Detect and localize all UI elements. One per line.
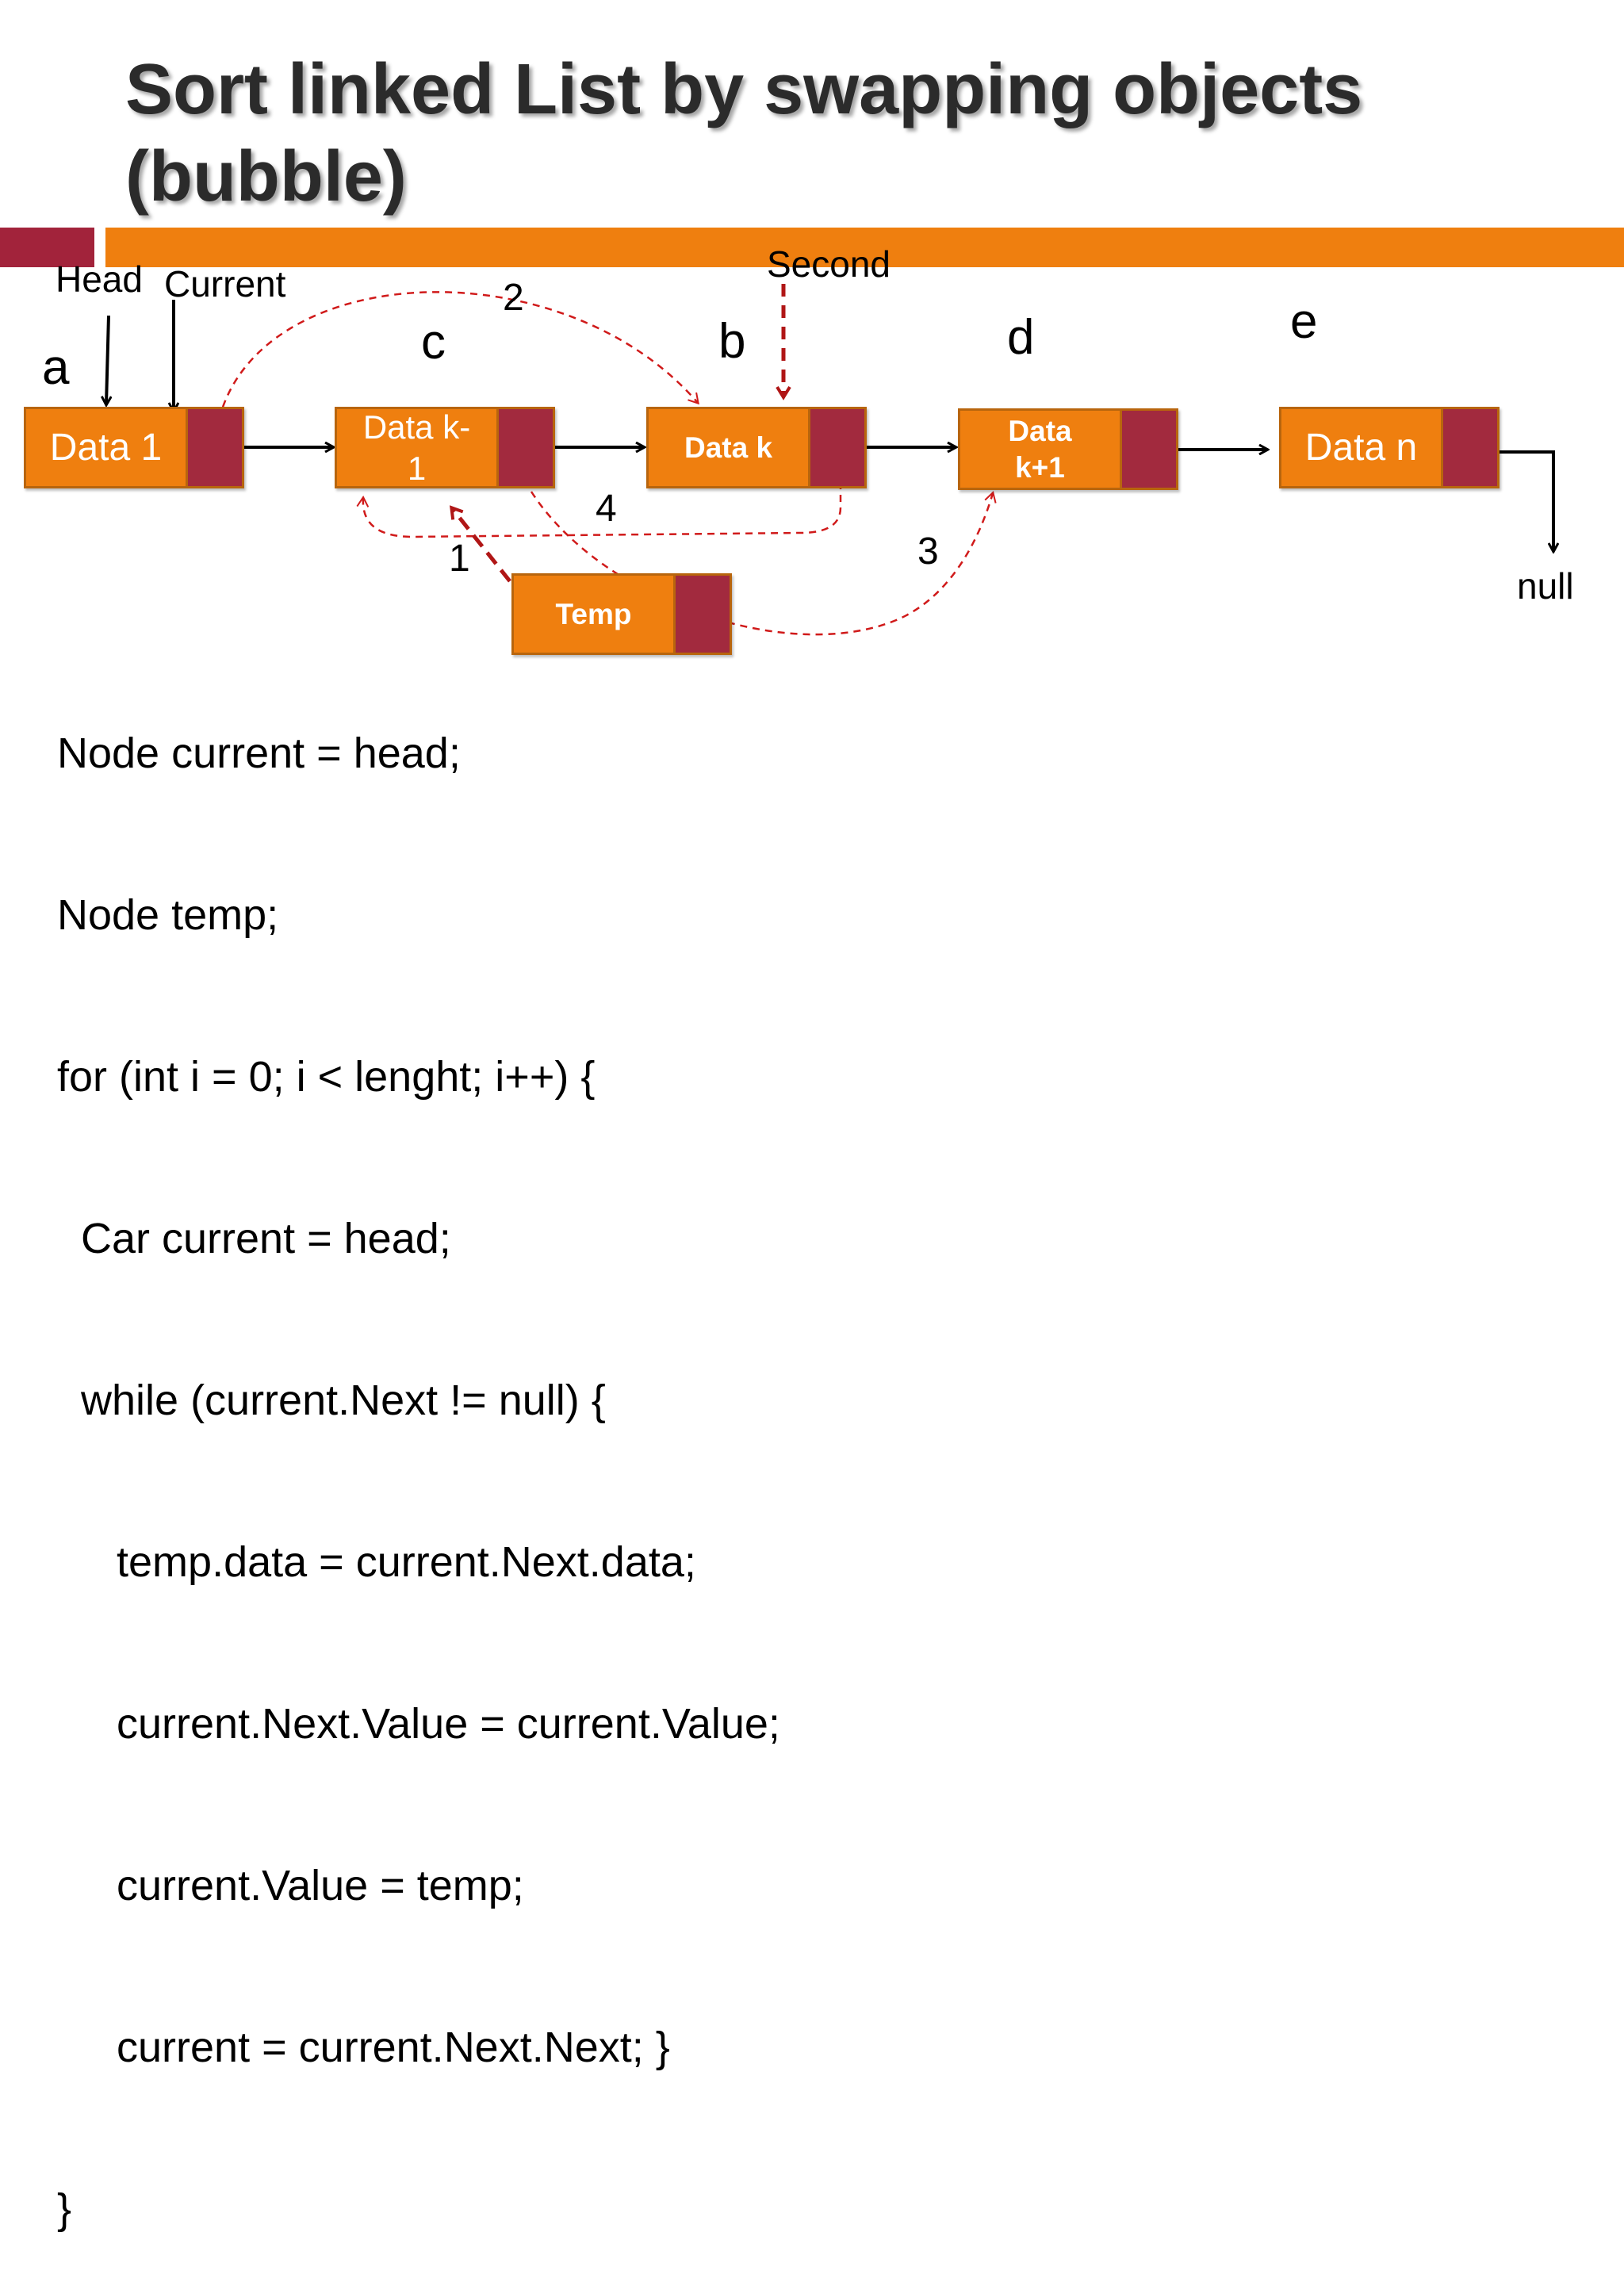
node-d-next-pointer [1120,411,1176,488]
code-line: for (int i = 0; i < lenght; i++) { [57,1053,596,1101]
node-e-next-pointer [1441,409,1497,486]
head-arrow [106,315,109,404]
node-c-data-line1: Data k- [362,408,471,446]
swap-step-1-arrow [450,505,511,583]
node-e-data-text: Data n [1304,427,1418,469]
node-a-data-text: Data 1 [49,427,163,469]
node-d-datak-plus1: Data k+1 [958,408,1178,490]
node-c-next-pointer [496,409,553,486]
node-label-d: d [1007,310,1035,365]
node-b-data: Data k [649,409,808,486]
code-line: Node temp; [57,891,279,939]
node-label-e: e [1290,294,1318,349]
node-d-data-line1: Data [1008,414,1072,447]
step-number-3: 3 [917,530,939,572]
step-number-2: 2 [503,277,524,319]
code-line: } [57,2185,72,2233]
node-label-c: c [421,315,446,370]
code-line: while (current.Next != null) { [57,1377,606,1424]
step-number-4: 4 [596,488,617,530]
swap-step-3-path [530,491,997,636]
node-c-data: Data k- 1 [337,408,496,487]
node-temp-data-text: Temp [555,597,632,630]
code-line: current.Next.Value = current.Value; [57,1700,780,1748]
code-listing: Node current = head; Node temp; for (int… [57,618,780,2290]
node-label-b: b [718,314,746,369]
null-label: null [1517,565,1574,607]
code-line: Node current = head; [57,730,461,777]
node-e-data: Data n [1281,409,1441,486]
current-label: Current [164,263,286,304]
node-a-next-pointer [186,409,242,486]
accent-bar-left [0,228,94,267]
code-line: Car current = head; [57,1215,451,1262]
node-b-data-text: Data k [684,431,773,464]
step-number-1: 1 [449,538,470,580]
node-a-data: Data 1 [26,409,186,486]
node-d-data-line2: k+1 [1015,450,1065,484]
node-d-data: Data k+1 [960,411,1120,488]
node-c-data-line2: 1 [407,449,427,487]
node-e-datan: Data n [1279,407,1500,488]
slide-title: Sort linked List by swapping objects (bu… [125,50,1363,216]
second-label: Second [767,243,891,285]
node-temp-data: Temp [514,576,673,653]
code-line: temp.data = current.Next.data; [57,1538,696,1586]
node-b-datak: Data k [646,407,867,488]
node-c-datak-minus1: Data k- 1 [335,407,555,488]
swap-step-2-path [213,291,699,445]
code-line: current = current.Next.Next; } [57,2024,670,2071]
code-line: current.Value = temp; [57,1862,524,1909]
node-temp: Temp [511,573,732,655]
head-label: Head [56,258,143,300]
node-temp-pointer [673,576,730,653]
node-b-next-pointer [808,409,864,486]
accent-bar-main [105,228,1624,267]
node-a-data1: Data 1 [24,407,244,488]
node-label-a: a [42,340,70,395]
